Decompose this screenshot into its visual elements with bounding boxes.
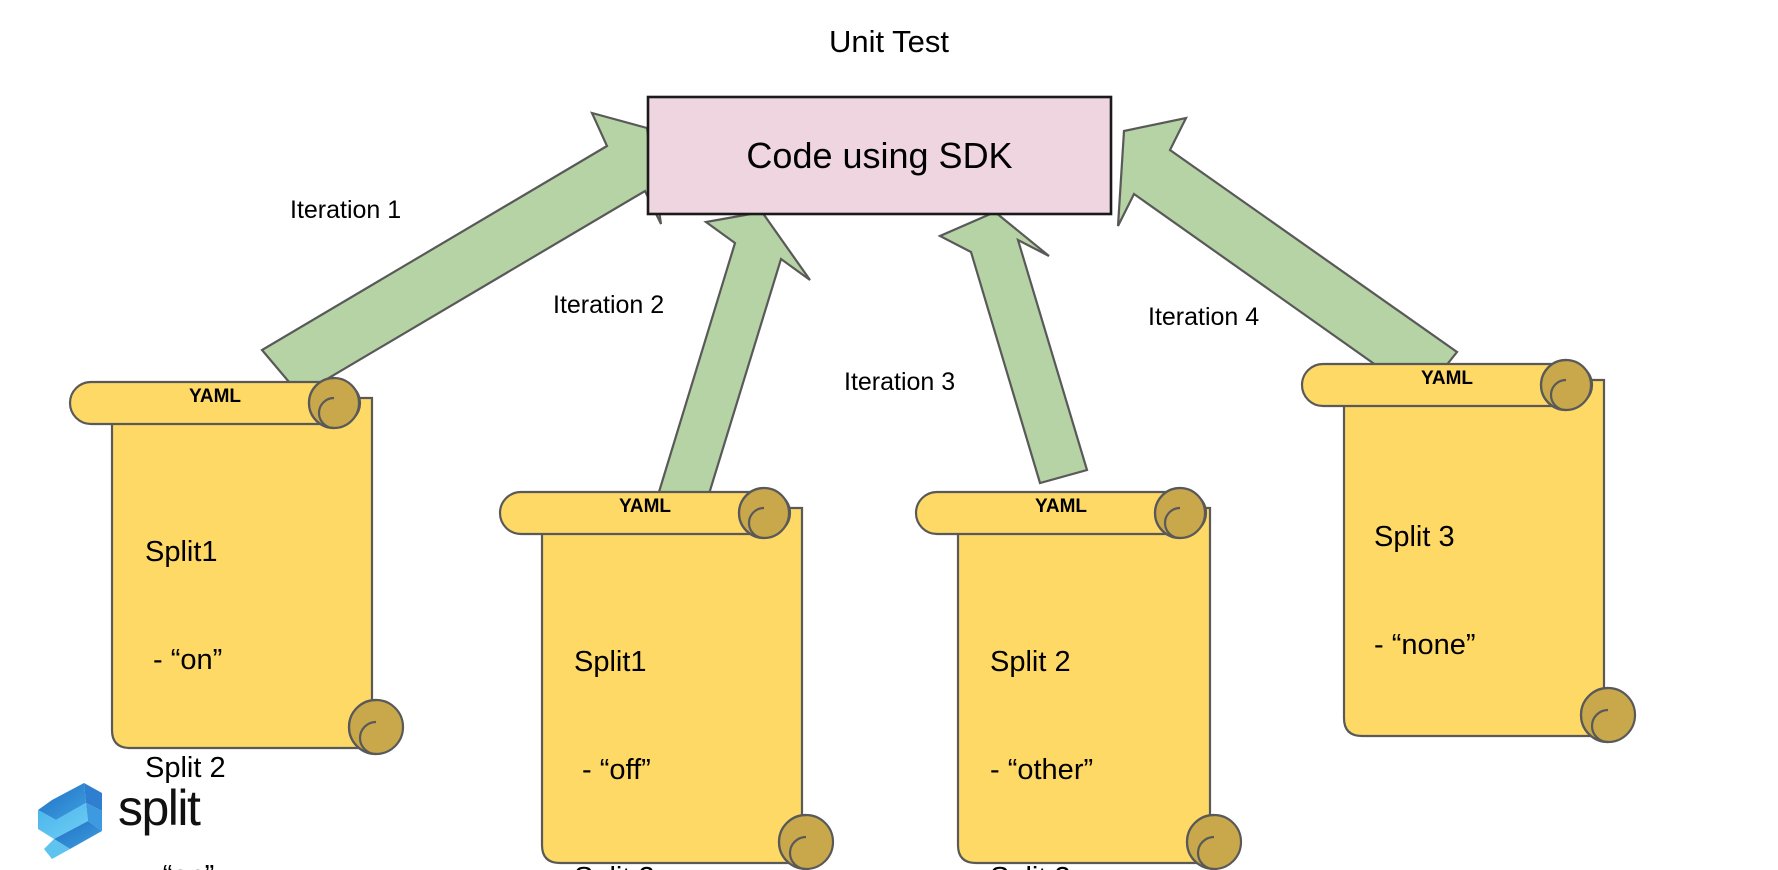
yaml-scroll-4[interactable]	[1300, 358, 1637, 744]
yaml-scroll-2-header: YAML	[618, 496, 672, 517]
iteration-3-label: Iteration 3	[844, 368, 956, 396]
yaml-line: Split 3	[990, 860, 1093, 870]
arrow-iteration-4	[1116, 116, 1459, 399]
iteration-1-label: Iteration 1	[290, 196, 402, 224]
yaml-line: - “none”	[1374, 629, 1476, 661]
yaml-line: Split 2	[145, 752, 226, 784]
code-using-sdk-box[interactable]	[646, 95, 1113, 216]
iteration-4-label: Iteration 4	[1148, 303, 1260, 331]
yaml-line: - “on”	[145, 644, 223, 676]
split-logo-mark	[38, 783, 102, 859]
yaml-line: - “on”	[145, 858, 237, 870]
split-logo-wordmark: split	[118, 780, 201, 836]
yaml-scroll-1-header: YAML	[188, 386, 242, 407]
yaml-scroll-3-header: YAML	[1034, 496, 1088, 517]
iteration-2-label: Iteration 2	[553, 291, 665, 319]
yaml-scroll-2-content: Split1 - “off” Split 2 - “off” Split 3 -…	[574, 572, 714, 870]
arrow-iteration-1	[260, 111, 663, 397]
yaml-scroll-1-content: Split1 - “on” Split 2 - “on” Split 3 - “…	[145, 462, 237, 870]
arrow-iteration-2	[653, 210, 811, 522]
yaml-scroll-4-header: YAML	[1420, 368, 1474, 389]
yaml-scroll-2[interactable]	[498, 486, 835, 870]
yaml-scroll-1[interactable]	[68, 376, 405, 756]
code-using-sdk-label: Code using SDK	[746, 135, 1013, 176]
yaml-scroll-4-content: Split 3 - “none”	[1374, 447, 1476, 735]
yaml-line: - “other”	[990, 754, 1094, 786]
yaml-scroll-3-content: Split 2 - “other” Split 3 - “low”	[990, 572, 1093, 870]
yaml-line: Split1	[145, 536, 218, 568]
yaml-line: Split 3	[1374, 521, 1455, 553]
yaml-line: Split 2	[990, 646, 1071, 678]
yaml-line: - “off”	[574, 754, 651, 786]
yaml-line: Split 2	[574, 860, 714, 870]
page-title: Unit Test	[828, 24, 950, 59]
yaml-scroll-3[interactable]	[914, 486, 1243, 870]
arrow-iteration-3	[937, 210, 1089, 485]
yaml-line: Split1	[574, 646, 647, 678]
